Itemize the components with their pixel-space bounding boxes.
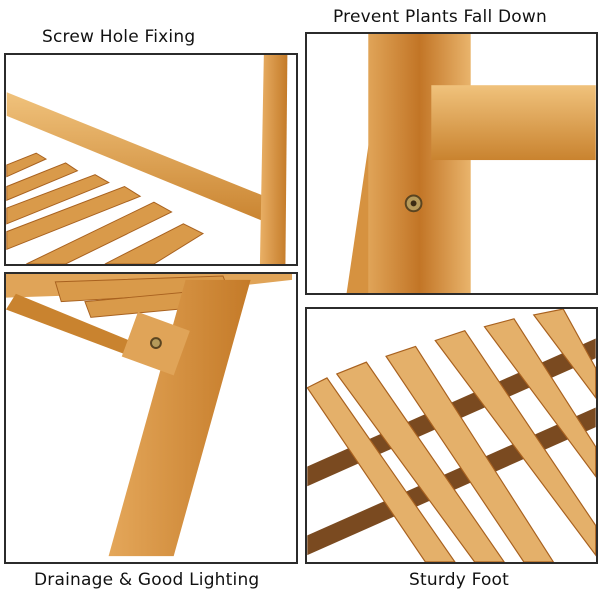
caption-prevent-plants-fall-down: Prevent Plants Fall Down (333, 7, 547, 27)
wood-shelf-image (6, 55, 288, 264)
panel-drainage-good-lighting (4, 272, 298, 564)
wood-leg-joint-image (6, 274, 293, 557)
screw-icon (150, 337, 162, 349)
panel-prevent-plants-fall-down (305, 32, 598, 295)
wood-slats-image (307, 309, 596, 562)
panel-screw-hole-fixing (4, 53, 298, 266)
caption-drainage-good-lighting: Drainage & Good Lighting (34, 570, 260, 590)
caption-sturdy-foot: Sturdy Foot (409, 570, 510, 590)
caption-screw-hole-fixing: Screw Hole Fixing (42, 27, 196, 47)
panel-sturdy-foot (305, 307, 598, 564)
wood-post-image (346, 34, 596, 293)
